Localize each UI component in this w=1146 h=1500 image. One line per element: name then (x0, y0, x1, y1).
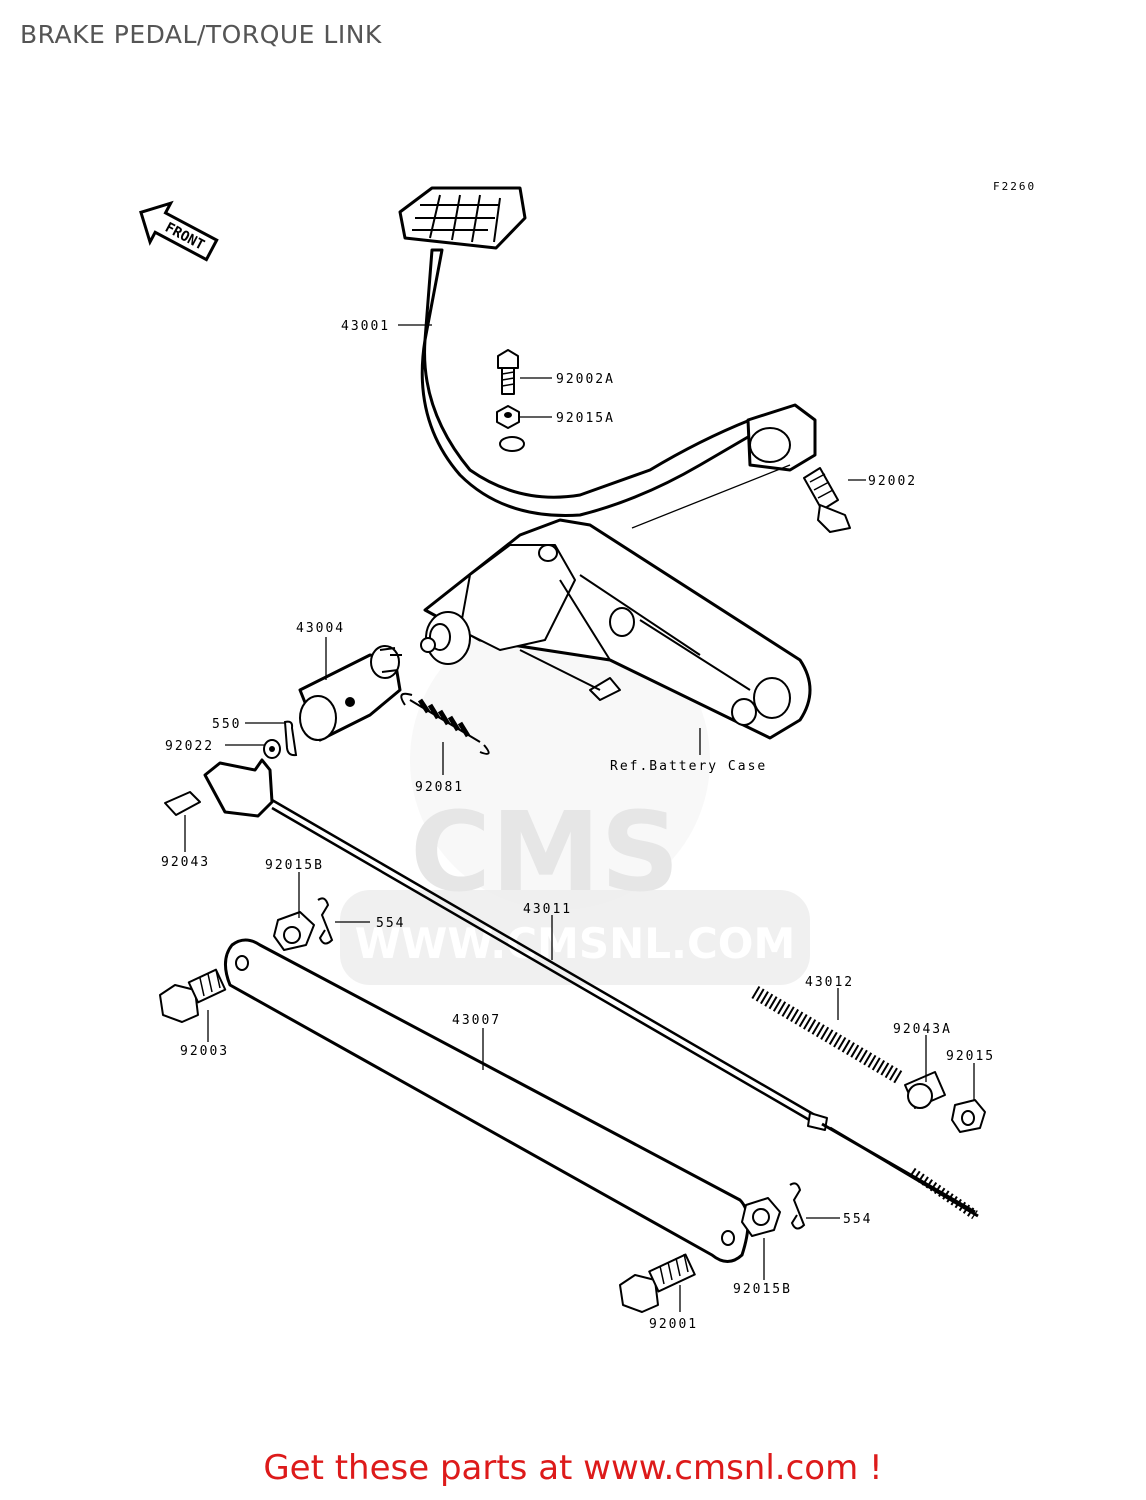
label-43012: 43012 (805, 975, 854, 990)
label-554-top: 554 (376, 916, 405, 931)
front-arrow-icon: FRONT (139, 200, 219, 262)
leader-lines (184, 324, 975, 1312)
label-43011: 43011 (523, 902, 572, 917)
diagram-title: BRAKE PEDAL/TORQUE LINK (20, 20, 382, 49)
figure-code: F2260 (993, 180, 1036, 193)
label-554-bottom: 554 (843, 1212, 872, 1227)
watermark-url: WWW.CMSNL.COM (355, 919, 796, 968)
brake-rod-43011 (164, 758, 979, 1220)
label-92081: 92081 (415, 780, 464, 795)
label-92015B-top: 92015B (265, 858, 324, 873)
label-92003: 92003 (180, 1044, 229, 1059)
bolt-92001 (619, 1253, 696, 1313)
label-43007: 43007 (452, 1013, 501, 1028)
cotter-pin-550 (283, 720, 298, 757)
clip-554-top (317, 897, 334, 945)
label-92015B-bottom: 92015B (733, 1282, 792, 1297)
clip-554-bottom (789, 1182, 806, 1230)
label-92002A: 92002A (556, 372, 615, 387)
nut-92015 (951, 1099, 986, 1133)
spring-92081 (400, 692, 490, 755)
label-92001: 92001 (649, 1317, 698, 1332)
label-92022: 92022 (165, 739, 214, 754)
bolt-92002 (803, 467, 851, 533)
collar-92015B-bottom (741, 1197, 781, 1237)
torque-link-43007 (224, 938, 750, 1263)
bolt-92003 (159, 968, 227, 1023)
label-92015A: 92015A (556, 411, 615, 426)
label-43004: 43004 (296, 621, 345, 636)
label-550: 550 (212, 717, 241, 732)
watermark: CMS WWW.CMSNL.COM (340, 610, 810, 985)
watermark-logo: CMS (410, 788, 679, 916)
footer-link-text[interactable]: Get these parts at www.cmsnl.com ! (263, 1448, 883, 1488)
label-92043: 92043 (161, 855, 210, 870)
washer-92022 (263, 739, 281, 759)
reference-note: Ref.Battery Case (610, 759, 767, 774)
bolt-92002A (497, 349, 519, 395)
footer-link[interactable]: Get these parts at www.cmsnl.com ! (0, 1448, 1146, 1488)
label-43001: 43001 (341, 319, 390, 334)
lever-43004 (298, 645, 402, 742)
label-92015: 92015 (946, 1049, 995, 1064)
battery-case-bracket (420, 518, 812, 740)
nut-92015A (496, 405, 520, 429)
label-92002: 92002 (868, 474, 917, 489)
parts-diagram: CMS WWW.CMSNL.COM F2260 FRONT (139, 180, 1036, 1332)
collar-92015B-top (273, 911, 315, 951)
brake-pedal (398, 186, 817, 529)
spring-43012 (751, 985, 904, 1085)
trunnion-92043A (904, 1071, 946, 1109)
label-92043A: 92043A (893, 1022, 952, 1037)
